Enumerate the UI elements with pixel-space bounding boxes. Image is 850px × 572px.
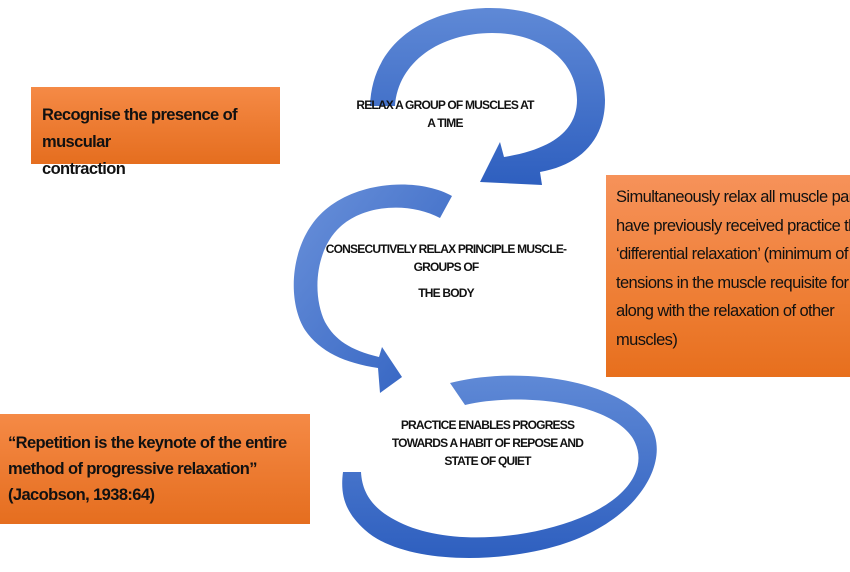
step-line: A TIME: [427, 116, 463, 130]
note-line: Simultaneously relax all muscle part: [616, 188, 850, 206]
note-line: have previously received practice th: [616, 216, 850, 235]
quote-citation: (Jacobson, 1938:64): [8, 486, 155, 504]
note-jacobson-quote: “Repetition is the keynote of the entire…: [0, 414, 310, 524]
step-line: RELAX A GROUP OF MUSCLES AT: [356, 98, 534, 112]
step-line: PRACTICE ENABLES PROGRESS: [400, 418, 575, 432]
quote-line: “Repetition is the keynote of the entire: [8, 434, 287, 452]
step-line: THE BODY: [418, 286, 474, 300]
quote-line: method of progressive relaxation”: [8, 460, 257, 478]
note-line: along with the relaxation of other: [616, 302, 835, 320]
note-line: tensions in the muscle requisite for: [616, 273, 849, 292]
note-differential-relaxation: Simultaneously relax all muscle part hav…: [606, 175, 850, 377]
step-line: CONSECUTIVELY RELAX PRINCIPLE MUSCLE-: [325, 242, 567, 256]
step-consecutively-relax-label: CONSECUTIVELY RELAX PRINCIPLE MUSCLE- GR…: [316, 240, 576, 302]
note-recognise-contraction: Recognise the presence of muscular contr…: [31, 87, 280, 178]
step-relax-group-label: RELAX A GROUP OF MUSCLES AT A TIME: [345, 96, 545, 132]
note-line: muscles): [616, 330, 678, 349]
note-line: Recognise the presence of muscular: [42, 106, 238, 151]
step-line: STATE OF QUIET: [444, 454, 531, 468]
step-line: GROUPS OF: [413, 260, 480, 274]
note-line: ‘differential relaxation’ (minimum of: [616, 245, 848, 263]
step-line: TOWARDS A HABIT OF REPOSE AND: [391, 436, 584, 450]
step-practice-label: PRACTICE ENABLES PROGRESS TOWARDS A HABI…: [375, 416, 600, 470]
arrow-middle-cycle: [293, 184, 452, 393]
note-line: contraction: [42, 160, 126, 178]
